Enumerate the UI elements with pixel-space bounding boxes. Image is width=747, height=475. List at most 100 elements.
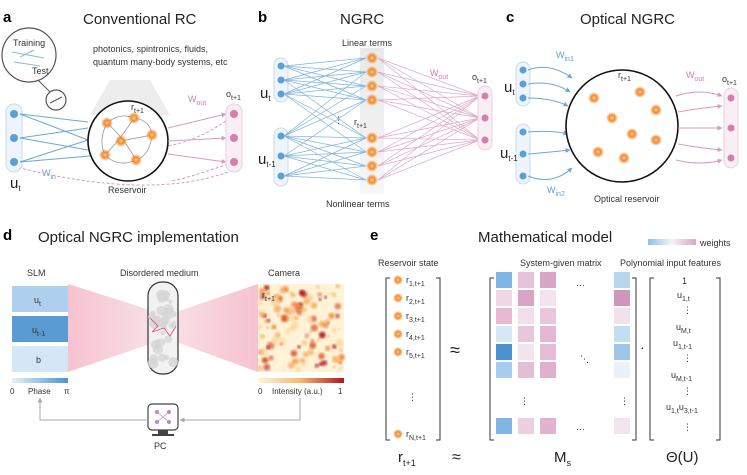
speckle-spot <box>335 313 340 319</box>
speckle-spot <box>301 304 307 310</box>
output-link <box>377 99 481 119</box>
panel-a-output-nodes <box>225 103 243 173</box>
bottom-approx: ≈ <box>452 449 461 466</box>
speckle-spot <box>310 339 314 343</box>
scatterer <box>150 359 157 365</box>
matrix-bracket-right <box>632 277 637 441</box>
input-link <box>283 137 367 157</box>
input-link <box>283 155 367 181</box>
speckle-spot <box>261 357 269 364</box>
output-link <box>377 95 481 153</box>
speckle-spot <box>295 366 302 373</box>
matrix-cell <box>614 290 630 306</box>
panel-b-input1-label: ut <box>260 85 271 103</box>
speckle-spot <box>318 352 325 360</box>
panel-a-feedback <box>19 117 231 186</box>
panel-b-input2-label: ut-1 <box>258 151 276 169</box>
state-entry: r4,t+1 <box>406 329 425 342</box>
speckle-spot <box>290 349 298 357</box>
speckle-spot <box>324 318 331 325</box>
panel-c: c Optical NGRC ut ut-1 Win1 Win2 <box>500 9 739 204</box>
inset-traces <box>11 49 45 67</box>
feature-bracket-right <box>716 277 721 441</box>
medium-label: Disordered medium <box>120 268 199 278</box>
output-link <box>377 85 481 119</box>
feature-bracket-left <box>649 277 654 441</box>
phase-colorbar <box>12 378 68 383</box>
matrix-vdots-1: ⋮ <box>520 396 529 406</box>
matrix-cell <box>496 290 512 306</box>
matrix-hdots-top: ··· <box>576 280 585 290</box>
term-node <box>366 80 378 92</box>
speckle-spot <box>335 339 344 347</box>
state-bracket-right <box>436 277 441 441</box>
intensity-max: 1 <box>338 387 343 396</box>
output-link <box>377 95 481 139</box>
panel-c-input-arrows <box>527 66 573 181</box>
matrix-cell <box>614 344 630 360</box>
output-link <box>377 117 481 139</box>
speckle-spot <box>290 325 297 332</box>
matrix-cell <box>614 326 630 342</box>
panel-b-input-nodes <box>273 57 289 187</box>
panel-a-input-label: ut <box>10 175 21 193</box>
speckle-spot <box>273 304 282 313</box>
state-entry: rN,t+1 <box>406 429 426 442</box>
panel-a-output-label: ot+1 <box>226 89 241 102</box>
matrix-ddots: ⋱ <box>580 354 589 364</box>
state-entry: r2,t+1 <box>406 293 425 306</box>
intensity-min: 0 <box>258 387 263 396</box>
panel-b-state-label: rt+1 <box>354 117 367 130</box>
panel-a-output-arrows <box>167 112 227 164</box>
panel-c-output-label: ot+1 <box>722 74 737 87</box>
optical-reservoir-nodes <box>588 86 662 164</box>
panel-e-title: Mathematical model <box>478 229 612 246</box>
panel-c-output-arrows <box>675 91 723 164</box>
output-link <box>377 139 481 167</box>
speckle-spot <box>335 284 340 289</box>
panel-a-state-label: rt+1 <box>131 102 144 115</box>
feature-item: u1,tu3,t-1 <box>666 402 698 415</box>
speckle-spot <box>295 303 300 308</box>
matrix-cell <box>614 362 630 378</box>
term-node <box>366 146 378 158</box>
speckle-spot <box>301 340 308 346</box>
speckle-spot <box>325 345 331 352</box>
matrix-cell <box>496 308 512 324</box>
speckle-spot <box>338 366 343 371</box>
dot-sign: · <box>640 339 645 355</box>
input-link <box>283 71 367 137</box>
speckle-spot <box>304 335 308 339</box>
feature-item: u1,t-1 <box>673 338 692 351</box>
term-node <box>366 132 378 144</box>
speckle-spot <box>277 295 284 302</box>
speckle-spot <box>332 355 340 363</box>
speckle-spot <box>299 357 306 364</box>
phase-label: Phase <box>28 387 51 396</box>
speckle-spot <box>287 304 294 311</box>
speckle-spot <box>327 292 331 296</box>
speckle-spot <box>301 363 305 367</box>
matrix-cell <box>540 362 556 378</box>
speckle-spot <box>303 351 309 358</box>
input-link <box>283 99 367 157</box>
speckle-spot <box>307 349 314 356</box>
input-node <box>10 110 18 118</box>
reservoir-state-label: Reservoir state <box>378 258 439 268</box>
reservoir-node <box>128 112 140 124</box>
input-link <box>283 135 367 139</box>
panel-b-wout: Wout <box>430 68 448 81</box>
output-node <box>230 158 238 166</box>
panel-d-letter: d <box>3 227 12 244</box>
scatterer <box>162 303 174 315</box>
input-link <box>283 57 367 81</box>
speckle-spot <box>305 308 309 313</box>
speckle-spots <box>257 284 345 373</box>
speckle-spot <box>266 345 271 350</box>
speckle-spot <box>268 355 274 361</box>
speckle-spot <box>338 348 343 352</box>
speckle-spot <box>259 312 265 318</box>
panel-a: a Conventional RC Training Test photonic… <box>1 9 243 195</box>
scatterer <box>164 335 173 344</box>
term-node <box>366 94 378 106</box>
